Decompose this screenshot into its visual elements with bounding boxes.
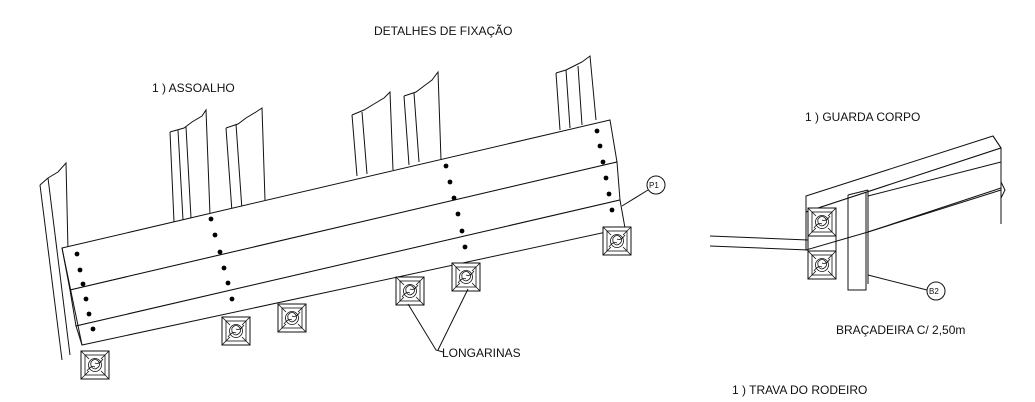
- floor-upright-boards: [39, 55, 597, 361]
- page-title: DETALHES DE FIXAÇÃO: [374, 24, 512, 38]
- callout-p1-label: P1: [649, 181, 659, 190]
- section-label-floor: 1 ) ASSOALHO: [152, 81, 235, 95]
- guardrail-detail: B2 BRAÇADEIRA C/ 2,50m: [709, 135, 1006, 337]
- section-label-guardrail: 1 ) GUARDA CORPO: [805, 110, 920, 124]
- floor-nail-rows: [74, 128, 615, 332]
- callout-p1: P1: [621, 175, 666, 207]
- callout-b2-label: B2: [929, 287, 939, 296]
- stringers-leader: LONGARINAS: [407, 288, 521, 360]
- stringers-label: LONGARINAS: [442, 346, 521, 360]
- floor-detail: P1 LONGARINAS: [39, 55, 666, 380]
- floor-deck-planks: [61, 119, 626, 346]
- clamp-label: BRAÇADEIRA C/ 2,50m: [836, 323, 965, 337]
- section-label-wheel-lock: 1 ) TRAVA DO RODEIRO: [732, 383, 867, 397]
- callout-b2: B2: [867, 274, 946, 301]
